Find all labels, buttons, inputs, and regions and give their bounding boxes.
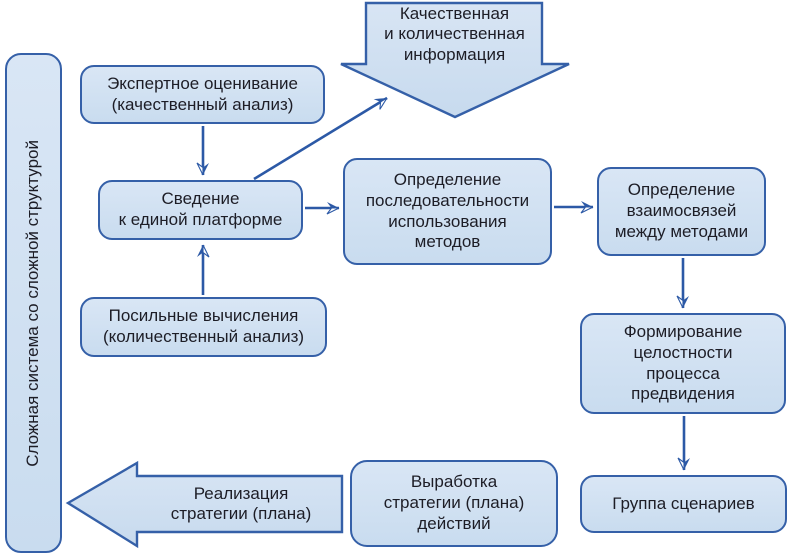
implementation-block-arrow-shape <box>65 460 344 549</box>
node-process-integrity: Формирование целостности процесса предви… <box>580 313 786 414</box>
node-method-sequence: Определение последовательности использов… <box>343 158 552 265</box>
node-method-interrelations: Определение взаимосвязей между методами <box>597 167 766 256</box>
node-consolidation: Сведение к единой платформе <box>98 180 303 240</box>
info-block-arrow-label: Качественная и количественная информация <box>384 4 525 64</box>
info-block-arrow-shape <box>340 1 570 119</box>
node-scenario-group: Группа сценариев <box>580 475 787 533</box>
node-feasible-computations: Посильные вычисления (количественный ана… <box>80 297 327 357</box>
node-complex-system-label: Сложная система со сложной структурой <box>23 139 43 467</box>
implementation-block-arrow-label: Реализация стратегии (плана) <box>170 483 312 523</box>
node-complex-system: Сложная система со сложной структурой <box>5 53 62 553</box>
node-expert-evaluation: Экспертное оценивание (качественный анал… <box>80 65 325 124</box>
node-strategy-development: Выработка стратегии (плана) действий <box>350 460 558 547</box>
connector-consolidation-to-info <box>253 96 388 181</box>
